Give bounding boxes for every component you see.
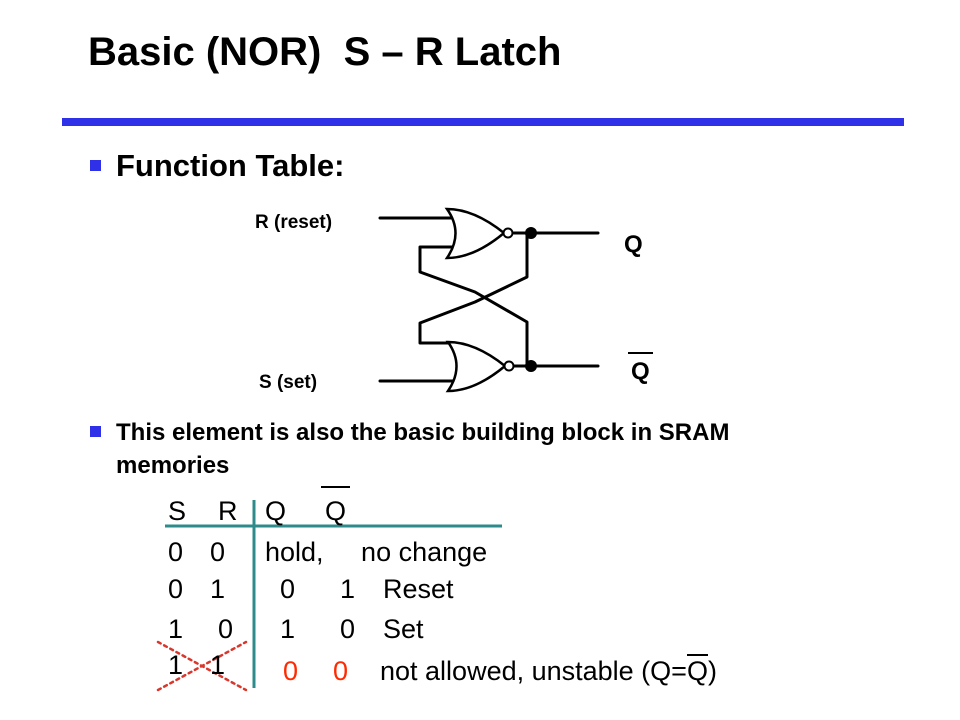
cross-out-line	[156, 640, 248, 692]
top-nor-bubble	[502, 227, 514, 239]
row4-desc-end: )	[707, 656, 717, 686]
row3-desc: Set	[383, 614, 424, 644]
bottom-nor-gate	[445, 340, 507, 393]
bullet-icon	[90, 426, 101, 437]
row3-qbar: 0	[340, 614, 356, 644]
row3-r: 0	[218, 614, 234, 644]
row2-q: 0	[280, 574, 296, 604]
function-table-heading: Function Table:	[116, 148, 345, 183]
top-nor-gate	[444, 207, 506, 260]
row4-q: 0	[283, 656, 299, 686]
row2-desc: Reset	[383, 574, 454, 604]
header-s: S	[168, 496, 187, 526]
header-q: Q	[265, 496, 287, 526]
header-qbar: Q	[321, 486, 351, 526]
top-gate-feedback-wire	[418, 245, 529, 368]
bottom-gate-feedback-wire	[418, 231, 529, 345]
reset-input-label: R (reset)	[255, 212, 333, 233]
row2-qbar: 1	[340, 574, 356, 604]
row3-q: 1	[280, 614, 296, 644]
row1-desc: hold, no change	[265, 537, 488, 567]
row2-s: 0	[168, 574, 184, 604]
row2-r: 1	[210, 574, 226, 604]
row3-s: 1	[168, 614, 184, 644]
slide-title: Basic (NOR) S – R Latch	[88, 30, 562, 74]
qbar-output-label: Q	[628, 352, 653, 386]
row1-s: 0	[168, 537, 184, 567]
bullet-icon	[90, 160, 101, 171]
title-underline	[62, 118, 904, 126]
row4-desc: not allowed, unstable (Q=Q)	[380, 654, 717, 686]
row4-desc-text: not allowed, unstable (Q=	[380, 656, 687, 686]
q-junction-dot	[525, 227, 537, 239]
sram-note: This element is also the basic building …	[116, 419, 730, 479]
row4-desc-qbar: Q	[686, 654, 708, 686]
row1-r: 0	[210, 537, 226, 567]
q-output-label: Q	[624, 231, 643, 258]
row4-r: 1	[210, 650, 226, 680]
header-r: R	[218, 496, 238, 526]
qbar-junction-dot	[525, 360, 537, 372]
row4-s: 1	[168, 650, 184, 680]
bottom-nor-bubble	[503, 360, 515, 372]
row4-qbar: 0	[333, 656, 349, 686]
set-input-label: S (set)	[259, 372, 318, 393]
